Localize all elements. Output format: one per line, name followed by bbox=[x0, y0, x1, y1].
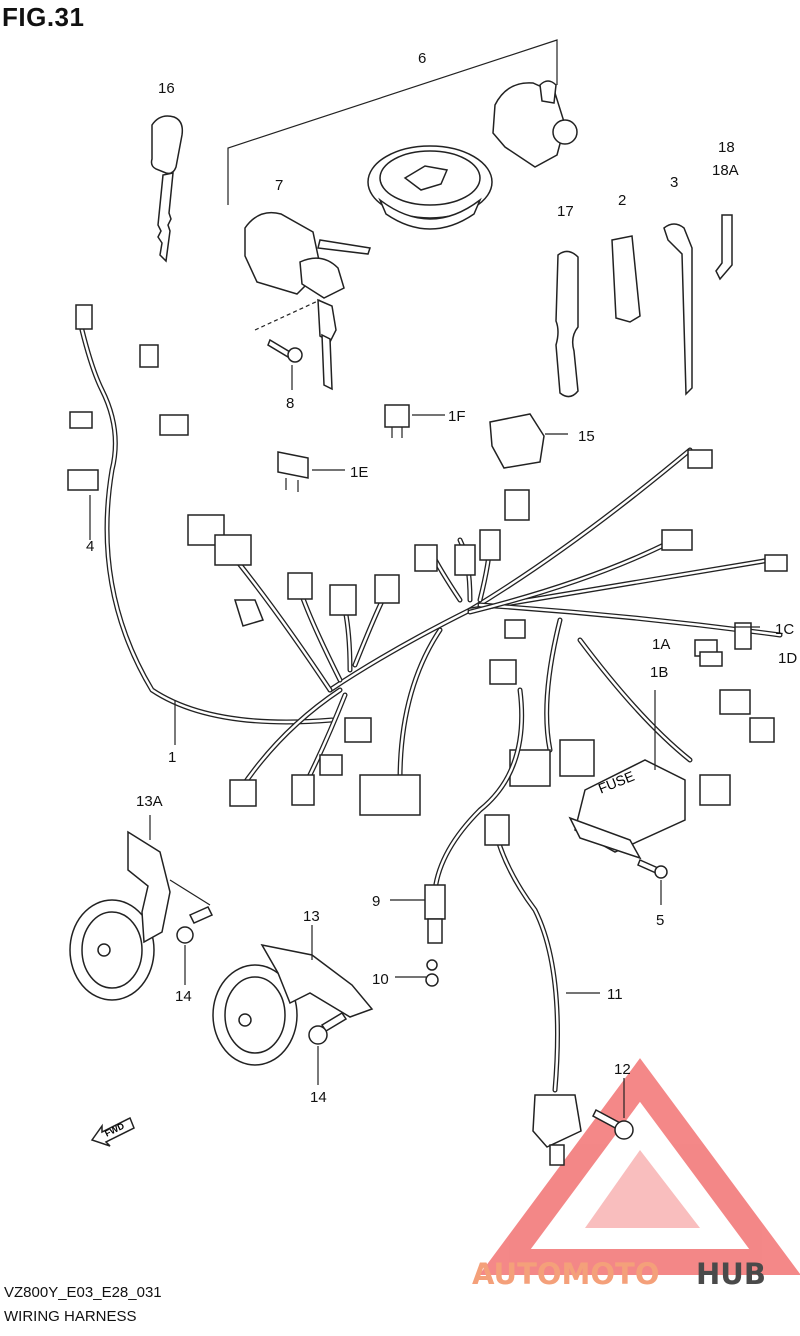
sensor-part-9 bbox=[390, 687, 525, 944]
callout-10: 10 bbox=[372, 971, 389, 988]
callout-8: 8 bbox=[286, 395, 294, 412]
figure-code: VZ800Y_E03_E28_031 bbox=[4, 1284, 162, 1301]
watermark-text-a: AUTOMOTO bbox=[472, 1257, 659, 1291]
callout-18A: 18A bbox=[712, 162, 739, 179]
callout-1F: 1F bbox=[448, 408, 466, 425]
callout-3: 3 bbox=[670, 174, 678, 191]
callout-1D: 1D bbox=[778, 650, 797, 667]
clamp-part-17 bbox=[555, 250, 579, 398]
seat-lock-part bbox=[492, 80, 578, 168]
main-wiring-harness-part-1 bbox=[174, 447, 788, 816]
callout-1A: 1A bbox=[652, 636, 670, 653]
part-10 bbox=[395, 959, 439, 987]
clamp-part-18 bbox=[715, 214, 733, 281]
fuse-part-1E bbox=[277, 451, 345, 492]
callout-11: 11 bbox=[607, 986, 623, 1003]
callout-1C: 1C bbox=[775, 621, 794, 638]
key-part-16 bbox=[150, 115, 184, 263]
callout-4: 4 bbox=[86, 538, 94, 555]
callout-16: 16 bbox=[158, 80, 175, 97]
horn-part-13A bbox=[69, 815, 211, 1001]
callout-17: 17 bbox=[557, 203, 574, 220]
ignition-switch-part-7 bbox=[244, 211, 371, 391]
callout-1B: 1B bbox=[650, 664, 668, 681]
callout-18: 18 bbox=[718, 139, 735, 156]
harness-left-branch bbox=[67, 304, 335, 725]
callout-6: 6 bbox=[418, 50, 426, 67]
callout-5: 5 bbox=[656, 912, 664, 929]
figure-caption: WIRING HARNESS bbox=[4, 1308, 137, 1325]
fuse-part-1F bbox=[384, 404, 445, 438]
forward-arrow-icon: FWD bbox=[90, 1116, 135, 1147]
bolt-part-14a bbox=[176, 906, 214, 985]
bolt-part-12 bbox=[592, 1078, 634, 1140]
watermark-text-b: HUB bbox=[696, 1257, 766, 1291]
sidestand-switch-part-11 bbox=[484, 814, 600, 1166]
horn-part-13 bbox=[212, 925, 374, 1066]
watermark-logo bbox=[479, 1058, 800, 1275]
callout-2: 2 bbox=[618, 192, 626, 209]
screw-part-8 bbox=[254, 299, 321, 390]
relay-part-15 bbox=[489, 413, 568, 469]
fuel-cap-part-6 bbox=[367, 145, 493, 230]
callout-9: 9 bbox=[372, 893, 380, 910]
callout-1E: 1E bbox=[350, 464, 368, 481]
callout-14a: 14 bbox=[175, 988, 192, 1005]
callout-12: 12 bbox=[614, 1061, 631, 1078]
callout-7: 7 bbox=[275, 177, 283, 194]
callout-14b: 14 bbox=[310, 1089, 327, 1106]
callout-13A: 13A bbox=[136, 793, 163, 810]
callout-1: 1 bbox=[168, 749, 176, 766]
callout-13: 13 bbox=[303, 908, 320, 925]
figure-title: FIG.31 bbox=[2, 2, 85, 32]
callout-15: 15 bbox=[578, 428, 595, 445]
band-part-3 bbox=[663, 223, 693, 396]
bolt-part-14b bbox=[308, 1011, 348, 1085]
screw-part-5 bbox=[637, 858, 668, 905]
fuse-box-part: FUSE bbox=[568, 622, 760, 860]
callout-labels: 16 6 7 8 18 18A 3 2 17 1F 15 1E 4 1C 1D 1A 1B 1 13A 9 5 13 10 1… bbox=[86, 50, 797, 1106]
clamp-part-2 bbox=[611, 235, 641, 323]
